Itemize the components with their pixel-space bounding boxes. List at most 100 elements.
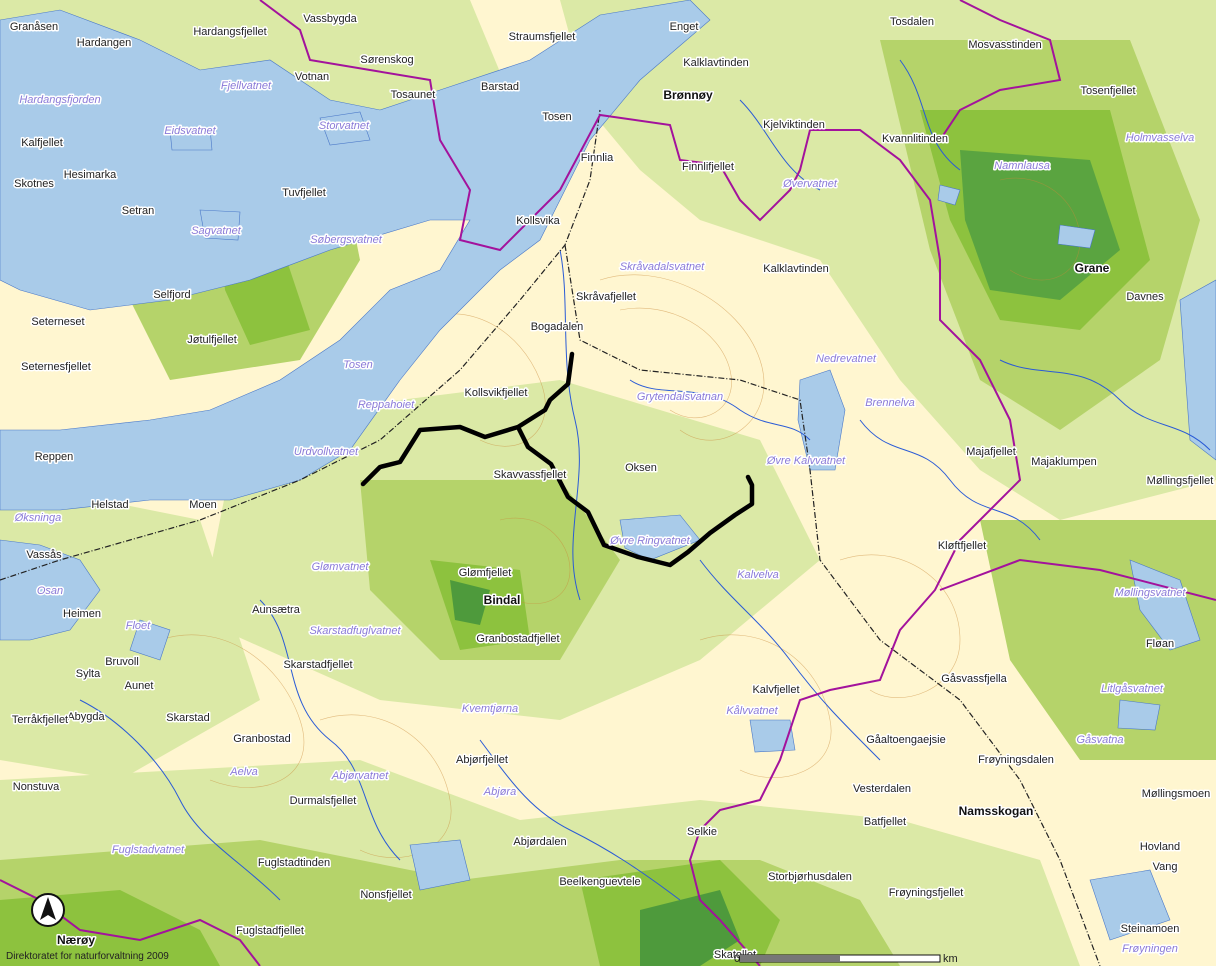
water-label: Sagvatnet bbox=[191, 225, 241, 237]
place-label: Kalfjellet bbox=[21, 137, 63, 149]
north-arrow-icon bbox=[31, 893, 65, 927]
place-label: Heimen bbox=[63, 608, 101, 620]
place-label: Granbostadfjellet bbox=[476, 633, 559, 645]
water-label: Litlgåsvatnet bbox=[1101, 683, 1164, 695]
scale-unit: km bbox=[943, 953, 958, 965]
water-label: Osan bbox=[37, 585, 63, 597]
place-label: Sørenskog bbox=[360, 54, 413, 66]
place-label: Majaklumpen bbox=[1031, 456, 1096, 468]
place-label: Setran bbox=[122, 205, 154, 217]
water-label: Søbergsvatnet bbox=[310, 234, 382, 246]
water-label: Øvre Ringvatnet bbox=[609, 535, 690, 547]
place-label: Glømfjellet bbox=[459, 567, 512, 579]
water-label: Abjørvatnet bbox=[331, 770, 389, 782]
water-label: Fuglstadvatnet bbox=[112, 844, 185, 856]
place-label: Hardangsfjellet bbox=[193, 26, 266, 38]
place-label: Batfjellet bbox=[864, 816, 906, 828]
water-label: Hardangsfjorden bbox=[19, 94, 100, 106]
place-label: Tosenfjellet bbox=[1080, 85, 1135, 97]
place-label: Nonstuva bbox=[13, 781, 60, 793]
place-label: Kollsvikfjellet bbox=[465, 387, 528, 399]
place-label: Aunsætra bbox=[252, 604, 301, 616]
water-label: Øksninga bbox=[14, 512, 61, 524]
water-labels: HardangsfjordenFjellvatnetStorvatnetEids… bbox=[12, 79, 1195, 957]
place-label: Vesterdalen bbox=[853, 783, 911, 795]
water-label: Eidsvatnet bbox=[164, 125, 216, 137]
place-label: Mosvasstinden bbox=[968, 39, 1041, 51]
place-label: Hesimarka bbox=[64, 169, 117, 181]
water-label: Abjøra bbox=[483, 786, 516, 798]
place-label: Bruvoll bbox=[105, 656, 139, 668]
hiking-route bbox=[360, 351, 755, 568]
place-label: Steinamoen bbox=[1121, 923, 1180, 935]
place-label: Abjørfjellet bbox=[456, 754, 508, 766]
water-label: Gåsvatna bbox=[1076, 734, 1123, 746]
water-label: Aelva bbox=[229, 766, 258, 778]
place-label: Davnes bbox=[1126, 291, 1164, 303]
place-label: Jøtulfjellet bbox=[187, 334, 237, 346]
place-label: Gåsvassfjella bbox=[941, 673, 1007, 685]
place-label: Møllingsmoen bbox=[1142, 788, 1210, 800]
place-label: Enget bbox=[670, 21, 699, 33]
place-label: Aunet bbox=[125, 680, 154, 692]
place-label: Straumsfjellet bbox=[509, 31, 576, 43]
water-label: Kalvelva bbox=[737, 569, 779, 581]
place-label: Gåaltoengaejsie bbox=[866, 734, 946, 746]
place-label: Granåsen bbox=[10, 21, 58, 33]
water-label: Tosen bbox=[343, 359, 373, 371]
place-label: Skarstadfjellet bbox=[283, 659, 352, 671]
water-label: Storvatnet bbox=[319, 120, 370, 132]
place-labels: GranåsenHardangenHardangsfjelletVassbygd… bbox=[8, 12, 1214, 963]
place-label: Tosen bbox=[542, 111, 571, 123]
water-label: Holmvasselva bbox=[1126, 132, 1194, 144]
place-label: Kalvfjellet bbox=[752, 684, 799, 696]
place-label: Terråkfjellet bbox=[12, 714, 68, 726]
municipality-label: Namsskogan bbox=[959, 804, 1034, 818]
water-bodies bbox=[0, 0, 1216, 941]
place-label: Beelkenguevtele bbox=[559, 876, 640, 888]
water-label: Frøyningen bbox=[1122, 943, 1178, 955]
place-label: Durmalsfjellet bbox=[290, 795, 357, 807]
place-label: Finnlia bbox=[581, 152, 614, 164]
place-label: Votnan bbox=[295, 71, 329, 83]
municipality-label: Bindal bbox=[484, 593, 521, 607]
place-label: Selkie bbox=[687, 826, 717, 838]
place-label: Fuglstadtinden bbox=[258, 857, 330, 869]
place-label: Kollsvika bbox=[516, 215, 560, 227]
place-label: Tosaunet bbox=[391, 89, 436, 101]
rivers bbox=[79, 59, 1211, 901]
place-label: Vassås bbox=[26, 549, 62, 561]
place-label: Skarstad bbox=[166, 712, 209, 724]
place-label: Fuglstadfjellet bbox=[236, 925, 304, 937]
place-label: Kløftfjellet bbox=[938, 540, 986, 552]
place-label: Moen bbox=[189, 499, 217, 511]
place-label: Fløan bbox=[1146, 638, 1174, 650]
roads bbox=[0, 109, 1101, 966]
place-label: Vassbygda bbox=[303, 13, 357, 25]
place-label: Møllingsfjellet bbox=[1147, 475, 1214, 487]
municipality-label: Brønnøy bbox=[663, 88, 713, 102]
place-label: Frøyningsdalen bbox=[978, 754, 1054, 766]
place-label: Kvannlitinden bbox=[882, 133, 948, 145]
place-label: Frøyningsfjellet bbox=[889, 887, 964, 899]
place-label: Sylta bbox=[76, 668, 101, 680]
place-label: Majafjellet bbox=[966, 446, 1016, 458]
place-label: Finnlifjellet bbox=[682, 161, 734, 173]
water-label: Skarstadfuglvatnet bbox=[309, 625, 401, 637]
place-label: Tuvfjellet bbox=[282, 187, 326, 199]
municipality-label: Grane bbox=[1075, 261, 1110, 275]
scale-bar: 0 km bbox=[734, 953, 958, 965]
water-label: Skråvadalsvatnet bbox=[620, 261, 705, 273]
water-label: Møllingsvatnet bbox=[1115, 587, 1187, 599]
place-label: Hovland bbox=[1140, 841, 1180, 853]
municipality-label: Nærøy bbox=[57, 933, 95, 947]
place-label: Kalklavtinden bbox=[683, 57, 748, 69]
tosen-fjord bbox=[0, 0, 711, 511]
water-label: Floet bbox=[126, 620, 151, 632]
place-label: Skotnes bbox=[14, 178, 54, 190]
place-label: Skavvassfjellet bbox=[494, 469, 567, 481]
place-label: Bogadalen bbox=[531, 321, 584, 333]
map-credit: Direktoratet for naturforvaltning 2009 bbox=[6, 951, 169, 962]
